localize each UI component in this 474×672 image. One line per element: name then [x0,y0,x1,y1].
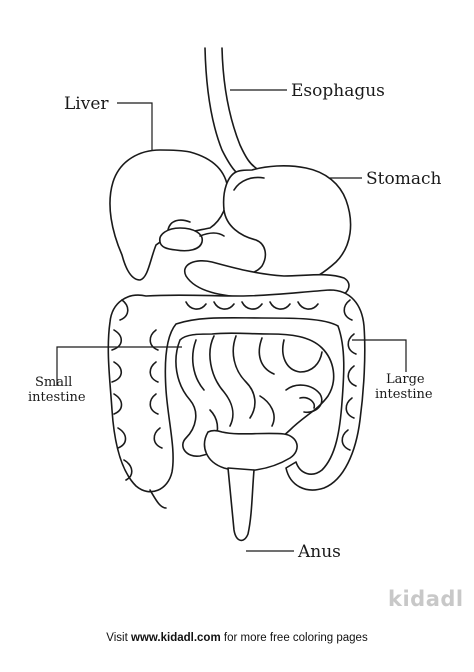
liver-leader [117,102,153,150]
liver [109,149,229,281]
large-intestine-label-line2: intestine [375,387,433,402]
small-intestine-leader [56,346,182,386]
kidadl-watermark-logo: kidadl [388,587,464,611]
footer-suffix: for more free coloring pages [220,632,368,644]
large-intestine-leader [352,339,407,372]
footer-prefix: Visit [106,632,131,644]
small-intestine-label-line2: intestine [28,390,86,405]
footer-link[interactable]: www.kidadl.com [131,632,221,644]
esophagus-label: Esophagus [291,81,385,101]
esophagus [204,47,257,173]
large-intestine [107,289,366,509]
small-intestine-label-line1: Small [35,375,72,390]
anus-label: Anus [297,542,341,562]
liver-label: Liver [64,94,109,114]
large-intestine-label-line1: Large [386,372,425,387]
stomach-label: Stomach [366,169,441,189]
footer-text: Visit www.kidadl.com for more free color… [0,632,474,644]
rectum [203,429,298,542]
gallbladder [158,227,225,252]
